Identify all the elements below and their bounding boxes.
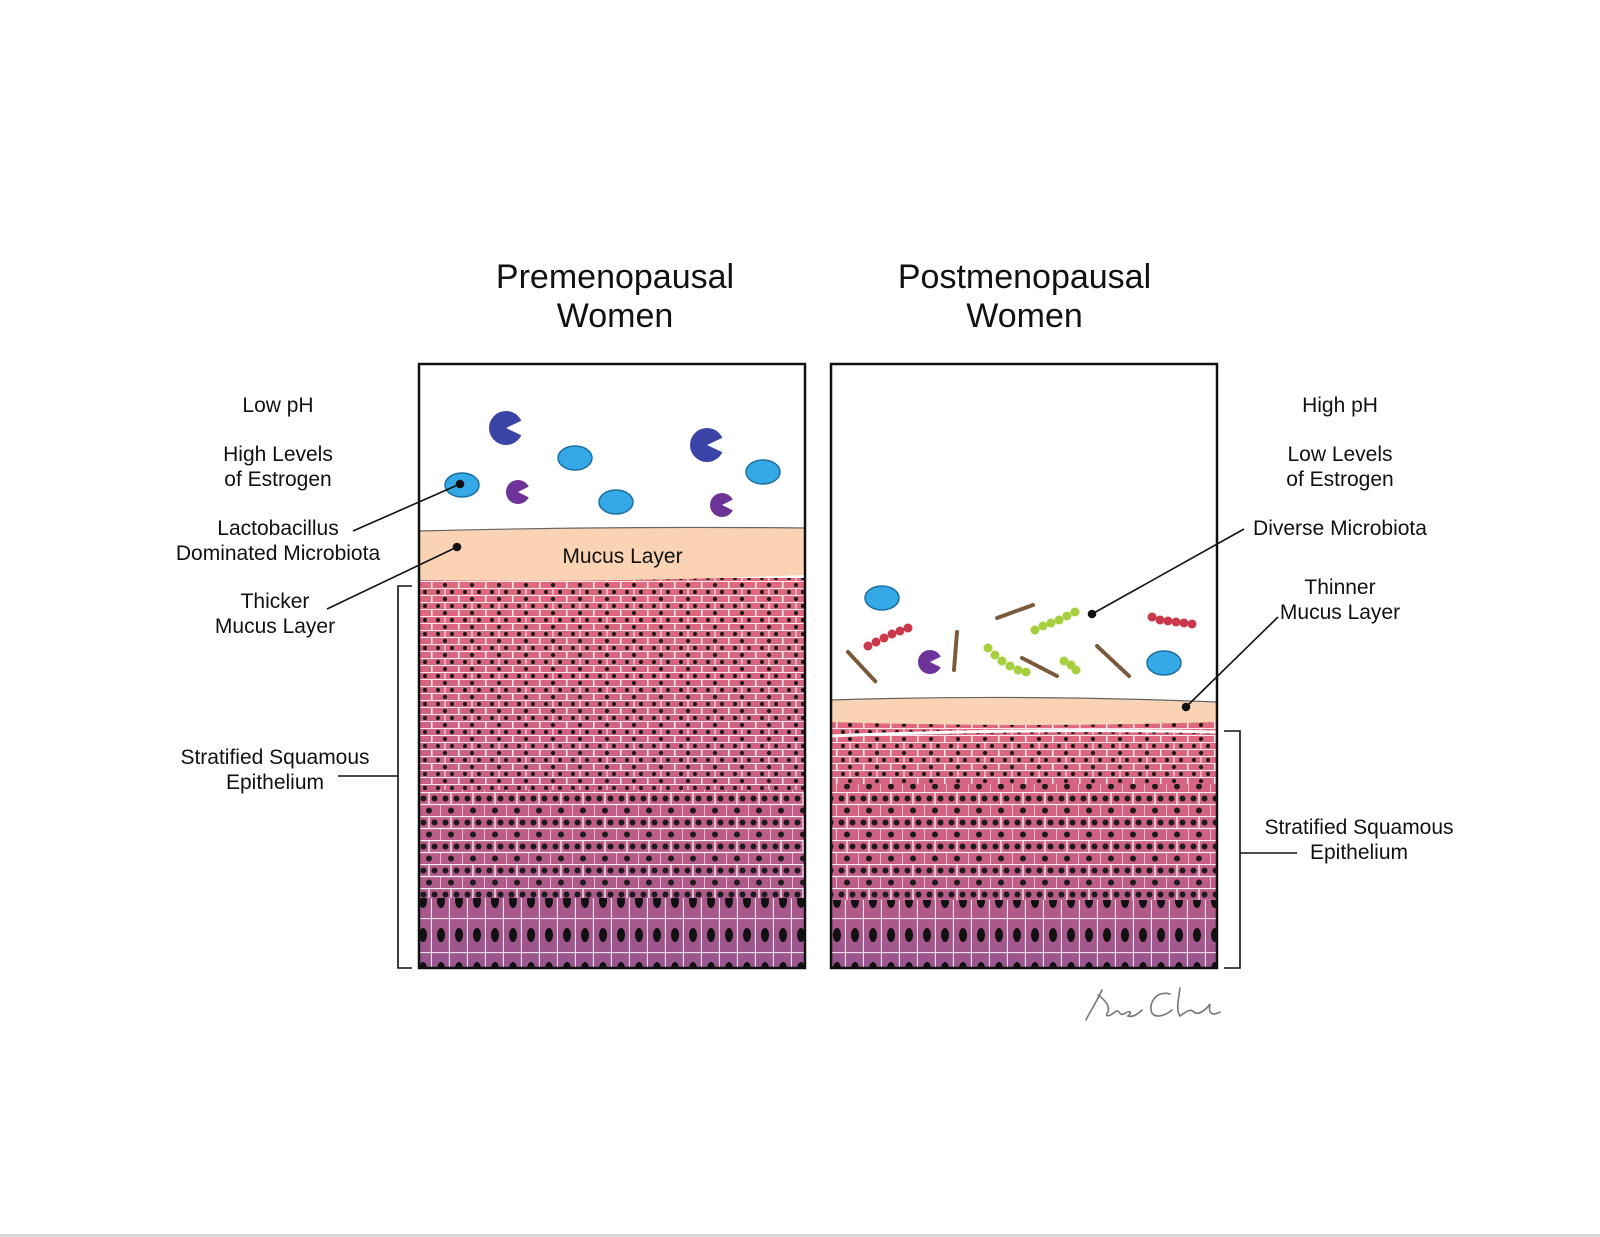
title-premenopausal-line1: Premenopausal bbox=[495, 258, 735, 296]
premenopausal-panel bbox=[417, 362, 807, 970]
label-left-epithelium-line1: Stratified Squamous bbox=[180, 746, 370, 769]
label-right-epithelium-line2: Epithelium bbox=[1309, 841, 1409, 864]
label-thinner-mucus: Thinner Mucus Layer bbox=[1260, 575, 1420, 625]
label-thinner-mucus-line1: Thinner bbox=[1304, 576, 1376, 599]
label-high-estrogen-line2: of Estrogen bbox=[224, 468, 332, 491]
label-right-epithelium-line1: Stratified Squamous bbox=[1264, 816, 1454, 839]
right-strep-green bbox=[983, 607, 1081, 677]
right-mucus-layer bbox=[831, 697, 1217, 725]
label-low-ph: Low pH bbox=[242, 394, 314, 417]
label-lactobacillus-line2: Dominated Microbiota bbox=[175, 542, 381, 565]
left-leader-lines bbox=[326, 479, 465, 969]
right-coccus-purple bbox=[918, 650, 942, 674]
left-coccus-dark-blue bbox=[489, 411, 724, 462]
label-low-estrogen-line1: Low Levels bbox=[1287, 443, 1393, 466]
label-mucus-band: Mucus Layer bbox=[562, 545, 683, 568]
label-thicker-mucus-line2: Mucus Layer bbox=[214, 615, 336, 638]
title-premenopausal-line2: Women bbox=[556, 297, 674, 335]
label-left-epithelium-line2: Epithelium bbox=[225, 771, 325, 794]
label-thicker-mucus-line1: Thicker bbox=[240, 590, 310, 613]
title-postmenopausal-line2: Women bbox=[966, 297, 1083, 335]
bottom-border bbox=[0, 1234, 1600, 1237]
left-coccus-purple bbox=[506, 480, 734, 517]
artist-signature bbox=[1085, 987, 1221, 1021]
right-rods-brown bbox=[846, 603, 1131, 684]
label-high-ph: High pH bbox=[1302, 394, 1378, 417]
label-lactobacillus-microbiota: Lactobacillus Dominated Microbiota bbox=[163, 516, 393, 566]
label-low-estrogen-line2: of Estrogen bbox=[1286, 468, 1394, 491]
label-high-estrogen: High Levels of Estrogen bbox=[188, 442, 368, 492]
label-thicker-mucus: Thicker Mucus Layer bbox=[195, 589, 355, 639]
title-postmenopausal: Postmenopausal Women bbox=[877, 258, 1172, 336]
right-leader-lines bbox=[1087, 528, 1297, 969]
postmenopausal-panel bbox=[829, 362, 1219, 970]
label-low-estrogen: Low Levels of Estrogen bbox=[1250, 442, 1430, 492]
label-diverse-microbiota: Diverse Microbiota bbox=[1253, 517, 1427, 540]
label-thinner-mucus-line2: Mucus Layer bbox=[1279, 601, 1401, 624]
label-high-estrogen-line1: High Levels bbox=[223, 443, 333, 466]
title-premenopausal: Premenopausal Women bbox=[480, 258, 750, 336]
label-left-epithelium: Stratified Squamous Epithelium bbox=[164, 745, 386, 795]
right-lactobacillus bbox=[864, 585, 1182, 676]
left-mucus-layer bbox=[419, 527, 805, 581]
right-strep-red bbox=[863, 612, 1197, 651]
label-right-epithelium: Stratified Squamous Epithelium bbox=[1248, 815, 1470, 865]
title-postmenopausal-line1: Postmenopausal bbox=[897, 258, 1152, 296]
label-lactobacillus-line1: Lactobacillus bbox=[217, 517, 339, 540]
